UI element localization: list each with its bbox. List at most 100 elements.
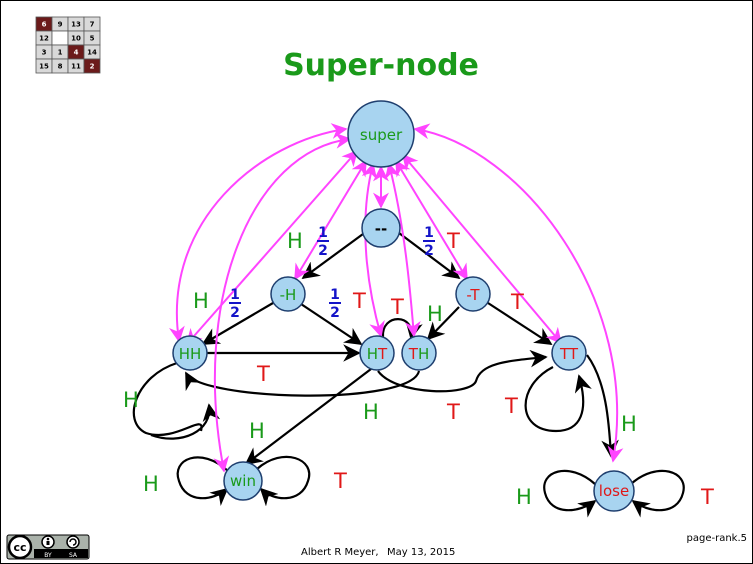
node-minus-t: -T — [455, 276, 491, 312]
label-minus-h-ht-t: T — [352, 289, 366, 313]
node-win: win — [223, 461, 263, 501]
node-super-label: super — [360, 126, 403, 144]
edge-win-loop-right — [256, 455, 311, 507]
node-lose: lose — [593, 470, 635, 512]
node-hh-label: HH — [179, 345, 202, 363]
puzzle-cell — [51, 30, 69, 46]
puzzle-cell-number: 10 — [71, 35, 81, 43]
edge-labels: H 1 2 1 2 T H 1 2 1 2 T T H T T H H T — [123, 225, 714, 509]
svg-text:1: 1 — [230, 287, 240, 303]
label-hh-ht-t: T — [256, 362, 270, 386]
footer-date: May 13, 2015 — [387, 547, 455, 558]
edge-lose-loop-right — [630, 469, 685, 518]
puzzle-cell — [83, 58, 101, 74]
puzzle-cell-number: 3 — [42, 49, 47, 57]
puzzle-cell-number: 1 — [58, 49, 63, 57]
label-hh-loop-h: H — [123, 388, 139, 412]
node-th-label-t: T — [408, 345, 419, 363]
node-win-label: win — [230, 472, 256, 490]
node-super: super — [347, 100, 415, 168]
label-ht-tt-t: T — [446, 400, 460, 424]
label-start-minus-h-h: H — [287, 229, 303, 253]
edge-lose-loop-left — [543, 469, 597, 518]
label-start-minus-t-t: T — [446, 229, 460, 253]
puzzle-cell-number: 8 — [58, 63, 63, 71]
label-win-loop-h: H — [143, 472, 159, 496]
footer-author: Albert R Meyer, — [301, 547, 379, 558]
label-tt-loop-t: T — [504, 394, 518, 418]
edge-ht-to-th-loop — [381, 318, 423, 340]
label-ht-win-h: H — [249, 419, 265, 443]
sa-icon — [66, 535, 80, 549]
label-lose-loop-h: H — [516, 485, 532, 509]
puzzle-cell-number: 5 — [90, 35, 95, 43]
svg-text:2: 2 — [230, 305, 240, 321]
edge-super-ht — [361, 162, 385, 338]
edge-tt-to-lose — [586, 354, 619, 458]
node-tt: TT — [551, 335, 587, 371]
puzzle-cell-number: 6 — [42, 21, 47, 29]
frac-start-minus-t: 1 2 — [423, 225, 435, 259]
label-th-hh-h: H — [363, 400, 379, 424]
cc-license-badge: cc BY SA — [6, 534, 90, 560]
cc-icon — [7, 534, 33, 560]
puzzle-cell-number: 12 — [39, 35, 49, 43]
node-ht-label: HT — [367, 345, 388, 363]
by-text: BY — [44, 552, 52, 559]
svg-text:2: 2 — [318, 243, 328, 259]
label-minus-h-hh-h: H — [193, 289, 209, 313]
node-hh: HH — [172, 335, 208, 371]
frac-minus-h-hh: 1 2 — [229, 287, 241, 321]
label-ht-loop-t: T — [390, 295, 404, 319]
label-minus-t-tt-t: T — [510, 290, 524, 314]
node-lose-label: lose — [599, 482, 629, 500]
node-ht: HT — [359, 335, 395, 371]
node-th-label-h: H — [418, 345, 429, 363]
edge-start-to-minus-h — [301, 233, 364, 280]
super-edges — [168, 123, 624, 473]
edge-tt-self-loop — [524, 366, 592, 433]
svg-text:1: 1 — [318, 225, 328, 241]
page-title: Super-node — [283, 48, 479, 83]
edge-super-win — [213, 132, 352, 473]
puzzle-cell-number: 11 — [71, 63, 81, 71]
node-ht-label-h: H — [367, 345, 378, 363]
edge-win-loop-left — [176, 456, 229, 506]
edge-super-lose — [413, 123, 624, 463]
node-th-label: TH — [408, 345, 429, 363]
svg-text:2: 2 — [424, 243, 434, 259]
puzzle-cell-number: 7 — [90, 21, 95, 29]
puzzle-cell-number: 15 — [39, 63, 49, 71]
node-ht-label-t: T — [377, 345, 388, 363]
node-th: TH — [401, 335, 437, 371]
node-start: -- — [361, 208, 401, 248]
frac-minus-h-ht: 1 2 — [329, 287, 341, 321]
node-start-label: -- — [375, 220, 387, 238]
label-minus-t-th-h: H — [427, 302, 443, 326]
edge-hh-self-loop — [132, 361, 203, 436]
node-minus-h: -H — [270, 276, 306, 312]
puzzle-cell-number: 4 — [74, 49, 79, 57]
nodes: super -- -H -T HH HT TH TT — [172, 100, 635, 512]
edge-ht-to-tt — [377, 349, 548, 393]
footer-page: page-rank.5 — [687, 533, 748, 544]
svg-text:2: 2 — [330, 305, 340, 321]
label-lose-loop-t: T — [700, 485, 714, 509]
label-tt-lose-h: H — [621, 412, 637, 436]
cc-text: cc — [13, 541, 26, 554]
svg-text:1: 1 — [330, 287, 340, 303]
sa-text: SA — [69, 552, 78, 559]
puzzle-cell-number: 2 — [90, 63, 95, 71]
puzzle-cell-number: 13 — [71, 21, 81, 29]
edge-th-to-hh — [185, 370, 421, 397]
puzzle-cell-number: 9 — [58, 21, 63, 29]
node-tt-label: TT — [559, 345, 579, 363]
frac-start-minus-h: 1 2 — [317, 225, 329, 259]
puzzle-cell-number: 14 — [87, 49, 97, 57]
edge-hh-self-loop-end — [150, 403, 221, 440]
edge-super-minus-h — [294, 159, 367, 281]
label-win-loop-t: T — [333, 469, 347, 493]
